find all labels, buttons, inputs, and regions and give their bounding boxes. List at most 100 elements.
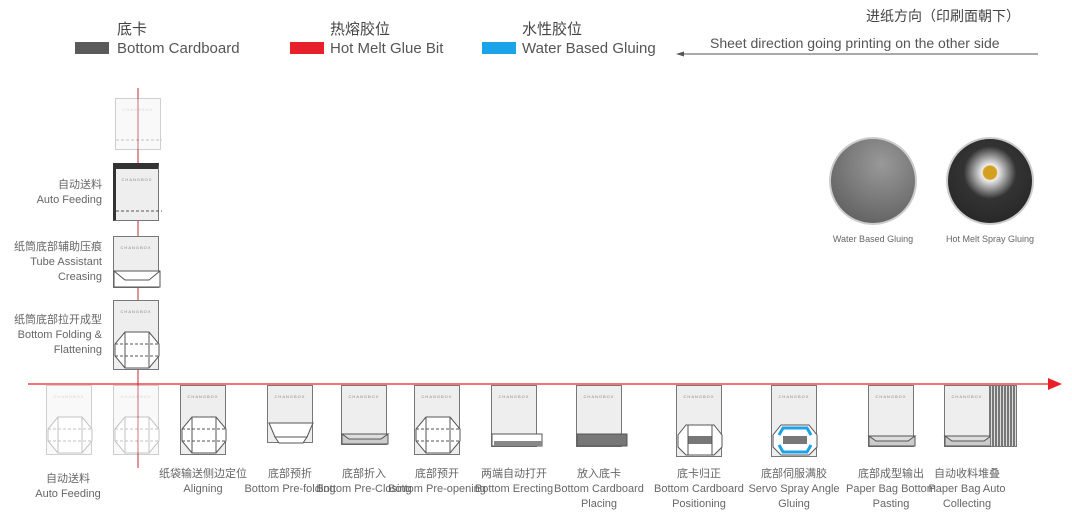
legend-en-0: Bottom Cardboard	[117, 40, 240, 57]
step-cn: 底部折入	[342, 468, 386, 480]
bag-brand: CHANGBOX	[120, 245, 152, 250]
stacked-bag	[1014, 385, 1017, 447]
step-cn: 自动送料	[46, 473, 90, 485]
step-en: Bottom Folding & Flattening	[17, 329, 102, 356]
step-cn: 底卡归正	[677, 468, 721, 480]
step-en: Bottom Cardboard Placing	[554, 483, 644, 510]
bag-step-1: CHANGBOX	[180, 385, 227, 455]
step-cn: 底部伺服满胶	[761, 468, 827, 480]
stacked-bag	[999, 385, 1002, 447]
step-cn: 自动送料	[58, 179, 102, 191]
bag-brand: CHANGBOX	[778, 394, 810, 399]
bag-step-2: CHANGBOX	[267, 385, 314, 444]
step-en: Bottom Cardboard Positioning	[654, 483, 744, 510]
bag-brand: CHANGBOX	[53, 394, 85, 399]
bag-step-3: CHANGBOX	[340, 385, 390, 445]
bag-brand: CHANGBOX	[683, 394, 715, 399]
step-cn: 纸筒底部辅助压痕	[14, 241, 102, 253]
bag-step-6: CHANGBOX	[576, 385, 628, 447]
bag-brand: CHANGBOX	[121, 177, 153, 182]
step-label: 底部成型输出 Paper Bag Bottom Pasting	[836, 467, 946, 512]
step-label: 底卡归正 Bottom Cardboard Positioning	[644, 467, 754, 512]
bag-brand: CHANGBOX	[875, 394, 907, 399]
legend-en-1: Hot Melt Glue Bit	[330, 40, 444, 57]
step-label: 底部预折 Bottom Pre-folding	[235, 467, 345, 497]
step-en: Auto Feeding	[35, 488, 101, 500]
step-cn: 放入底卡	[577, 468, 621, 480]
legend-cn-0: 底卡	[117, 21, 148, 38]
bag-brand: CHANGBOX	[274, 394, 306, 399]
bag-auto-feeding: CHANGBOX	[113, 163, 162, 221]
bag-brand: CHANGBOX	[421, 394, 453, 399]
bag-brand: CHANGBOX	[348, 394, 380, 399]
step-label: 底部预开 Bottom Pre-opening	[382, 467, 492, 497]
photo-caption-hotmelt: Hot Melt Spray Gluing	[945, 234, 1035, 244]
bag-auto-feeding-second: CHANGBOX	[113, 385, 160, 455]
direction-arrow-icon	[676, 51, 1038, 57]
step-label: 底部伺服满胶 Servo Spray Angle Gluing	[739, 467, 849, 512]
bag-step-8: CHANGBOX	[771, 385, 818, 457]
step-label: 自动收料堆叠 Paper Bag Auto Collecting	[912, 467, 1022, 512]
step-cn: 纸袋输送侧边定位	[159, 468, 247, 480]
step-en: Paper Bag Auto Collecting	[928, 483, 1006, 510]
stacked-bag	[990, 385, 993, 447]
water-gluing-photo	[829, 137, 917, 225]
photo-caption-water: Water Based Gluing	[832, 234, 914, 244]
stacked-bag	[993, 385, 996, 447]
vertical-step-label: 自动送料 Auto Feeding	[0, 178, 102, 208]
step-en: Auto Feeding	[36, 194, 102, 206]
bag-step-5: CHANGBOX	[491, 385, 543, 447]
step-en: Bottom Pre-Closing	[316, 483, 412, 495]
legend-cn-1: 热熔胶位	[330, 21, 391, 38]
bag-brand: CHANGBOX	[583, 394, 615, 399]
step-en: Bottom Pre-opening	[388, 483, 486, 495]
bag-brand: CHANGBOX	[498, 394, 530, 399]
bag-step-9: CHANGBOX	[867, 385, 917, 447]
direction-cn: 进纸方向（印刷面朝下）	[866, 8, 1020, 24]
bag-brand: CHANGBOX	[120, 309, 152, 314]
step-label: 底部折入 Bottom Pre-Closing	[309, 467, 419, 497]
bag-brand: CHANGBOX	[122, 107, 154, 112]
step-label: 自动送料 Auto Feeding	[13, 472, 123, 502]
stacked-bag	[1011, 385, 1014, 447]
bag-tube-creasing: CHANGBOX	[113, 236, 161, 288]
step-cn: 纸筒底部拉开成型	[14, 314, 102, 326]
legend-swatch-hotmelt	[290, 42, 324, 54]
bag-preview: CHANGBOX	[115, 98, 162, 150]
bag-step-4: CHANGBOX	[414, 385, 461, 455]
hotmelt-gluing-photo	[946, 137, 1034, 225]
bag-auto-feeding-stack: CHANGBOX	[46, 385, 93, 455]
direction-en: Sheet direction going printing on the ot…	[710, 35, 1000, 51]
bag-bottom-flattening: CHANGBOX	[113, 300, 160, 370]
step-label: 两端自动打开 Bottom Erecting	[459, 467, 569, 497]
stacked-bag	[1002, 385, 1005, 447]
bag-brand: CHANGBOX	[187, 394, 219, 399]
bag-brand: CHANGBOX	[951, 394, 983, 399]
stacked-bag	[1005, 385, 1008, 447]
flow-arrow-icon	[1048, 378, 1062, 390]
step-en: Bottom Erecting	[474, 483, 554, 495]
step-en: Servo Spray Angle Gluing	[748, 483, 840, 510]
legend-en-2: Water Based Gluing	[522, 40, 656, 57]
step-cn: 底部预折	[268, 468, 312, 480]
bag-step-7: CHANGBOX	[676, 385, 723, 457]
legend-cn-2: 水性胶位	[522, 21, 583, 38]
step-en: Bottom Pre-folding	[244, 483, 336, 495]
step-en: Tube Assistant Creasing	[30, 256, 102, 283]
legend-swatch-water	[482, 42, 516, 54]
bag-step-10: CHANGBOX	[943, 385, 993, 447]
vertical-step-label: 纸筒底部拉开成型 Bottom Folding & Flattening	[0, 313, 102, 358]
step-cn: 底部成型输出	[858, 468, 924, 480]
vertical-step-label: 纸筒底部辅助压痕 Tube Assistant Creasing	[0, 240, 102, 285]
step-cn: 底部预开	[415, 468, 459, 480]
step-label: 纸袋输送侧边定位 Aligning	[148, 467, 258, 497]
stacked-bag	[1008, 385, 1011, 447]
step-cn: 自动收料堆叠	[934, 468, 1000, 480]
step-en: Aligning	[183, 483, 223, 495]
bag-brand: CHANGBOX	[120, 394, 152, 399]
legend-swatch-cardboard	[75, 42, 109, 54]
step-label: 放入底卡 Bottom Cardboard Placing	[544, 467, 654, 512]
step-cn: 两端自动打开	[481, 468, 547, 480]
step-en: Paper Bag Bottom Pasting	[846, 483, 936, 510]
stacked-bag	[996, 385, 999, 447]
